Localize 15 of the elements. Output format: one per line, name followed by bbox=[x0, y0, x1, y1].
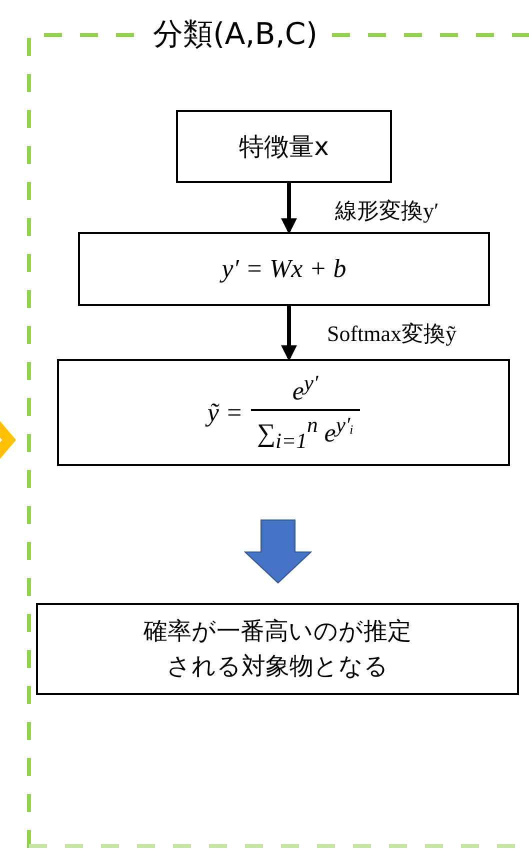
process-box bbox=[36, 603, 519, 695]
process-box bbox=[78, 232, 490, 306]
arrow bbox=[281, 306, 297, 362]
process-box bbox=[176, 110, 392, 183]
box-text: 特徴量x bbox=[239, 131, 329, 163]
arrow bbox=[281, 183, 297, 234]
formula-denominator: ∑$_{i=1}$$^{n}$ e$^{y′ᵢ}$ bbox=[256, 412, 355, 454]
formula-text: y′ = Wx + b bbox=[222, 254, 346, 284]
block-arrow bbox=[244, 520, 312, 584]
process-box bbox=[57, 359, 510, 466]
edge-label: 線形変換y′ bbox=[335, 196, 439, 226]
formula-numerator: e$^{y′}$ bbox=[291, 371, 320, 408]
formula-text: ỹ = bbox=[207, 398, 243, 428]
box-text: 確率が一番高いのが推定される対象物となる bbox=[142, 616, 412, 682]
edge-label: Softmax変換ỹ bbox=[327, 319, 457, 349]
